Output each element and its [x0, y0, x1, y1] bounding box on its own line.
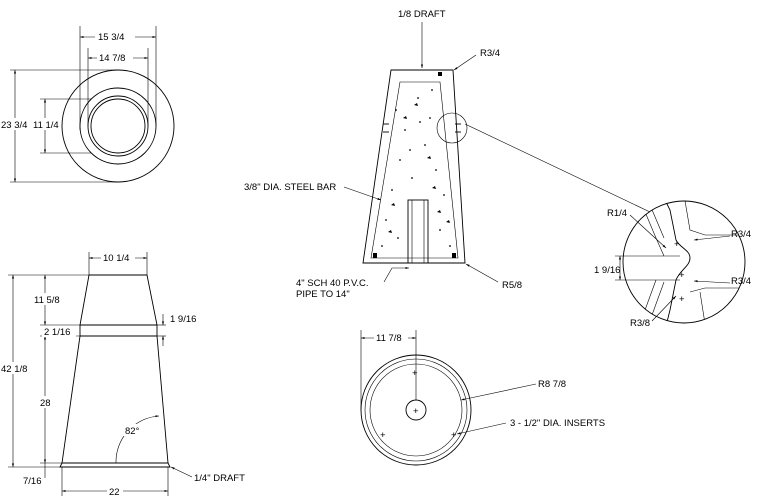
angle-82: 82°: [125, 426, 140, 437]
r3-4-bottom: R3/4: [731, 276, 751, 287]
leader-r3-4: [453, 54, 477, 71]
leader-r1-4: [629, 214, 667, 249]
leader-inserts: [456, 422, 507, 435]
steel-bar-label: 3/8" DIA. STEEL BAR: [244, 182, 336, 193]
leader-steel-bar: [343, 186, 382, 201]
elevation-upper-cone: [79, 274, 158, 326]
detail-inner-profile: [649, 204, 665, 316]
dim-10-1-4: 10 1/4: [103, 253, 129, 264]
detail-plus: +: [674, 239, 680, 250]
bottom-center-mark: +: [413, 406, 419, 417]
detail-plus: +: [679, 270, 685, 281]
detail-plus: +: [679, 294, 685, 305]
top-view-inner-circle-a: [87, 95, 149, 157]
leader-draft: [170, 466, 193, 478]
detail-inner-profile: [634, 201, 665, 323]
dim-22: 22: [109, 487, 120, 498]
r3-4-top: R3/4: [731, 229, 751, 240]
r5-8: R5/8: [502, 280, 522, 291]
leader-r3-4-top: [693, 235, 731, 241]
top-view-inner-circle-b: [90, 98, 146, 154]
section-outer-profile: [362, 69, 466, 264]
elevation-band: [79, 324, 158, 337]
elevation-lower-cone: [61, 335, 169, 464]
insert-mark: +: [412, 368, 418, 379]
rebar-right: [452, 253, 456, 258]
dim-2-1-16: 2 1/16: [44, 327, 70, 338]
dim-11-7-8: 11 7/8: [376, 333, 402, 344]
bottom-view: + + + + 11 7/8 R8 7/8 3 - 1/2" DIA. INSE…: [360, 330, 605, 466]
dim-15-3-4: 15 3/4: [98, 32, 124, 43]
top-view-outer-circle: [61, 69, 175, 183]
section-inner-profile: [370, 81, 459, 259]
dim-23-3-4: 23 3/4: [1, 120, 27, 131]
r1-4: R1/4: [607, 208, 627, 219]
dim-7-16: 7/16: [23, 476, 42, 487]
dim-1-9-16-detail: 1 9/16: [594, 265, 620, 276]
detail-outer-profile: [659, 201, 691, 323]
pvc-label-line2: PIPE TO 14": [296, 289, 350, 300]
concrete-hatch: [381, 89, 451, 247]
draft-1-4: 1/4" DRAFT: [194, 473, 245, 484]
pvc-label-line1: 4" SCH 40 P.V.C.: [296, 278, 369, 289]
detail-circle: [622, 200, 746, 324]
angle-arc-82: [115, 415, 160, 464]
rebar-left: [373, 253, 377, 258]
leader-pvc: [383, 266, 409, 283]
leader-r8-7-8: [460, 383, 537, 401]
leader-r3-8: [651, 295, 677, 322]
dim-1-9-16: 1 9/16: [170, 314, 196, 325]
detail-callout-circle: [436, 112, 468, 144]
leader-r5-8: [465, 263, 499, 283]
dim-28: 28: [40, 398, 51, 409]
pvc-pipe: [407, 199, 429, 264]
detail-right-profile: [683, 201, 745, 323]
rebar-top: [438, 72, 442, 76]
section-view: 1/8 DRAFT R3/4 3/8" DIA. STEEL BAR 4" SC…: [244, 9, 651, 300]
leader-r3-4-bottom: [693, 280, 731, 284]
dim-14-7-8: 14 7/8: [99, 53, 125, 64]
r3-4: R3/4: [480, 48, 500, 59]
insert-mark: +: [380, 430, 386, 441]
draft-1-8: 1/8 DRAFT: [398, 9, 446, 20]
detail-callout-line: [464, 123, 651, 213]
detail-view: + + + R1/4 R3/4 1 9/16 R3/4 R3/8: [594, 200, 751, 329]
insert-mark: +: [451, 430, 457, 441]
dim-11-5-8: 11 5/8: [34, 295, 60, 306]
top-view: 15 3/4 14 7/8 23 3/4 11 1/4: [1, 26, 175, 183]
r3-8: R3/8: [630, 318, 650, 329]
r8-7-8: R8 7/8: [538, 379, 566, 390]
dim-11-1-4: 11 1/4: [33, 120, 59, 131]
dim-42-1-8: 42 1/8: [1, 364, 27, 375]
elevation-view: 10 1/4 42 1/8 11 5/8 2 1/16 28 7/16 1 9/…: [0, 252, 245, 498]
inserts-label: 3 - 1/2" DIA. INSERTS: [510, 418, 605, 429]
elevation-base: [59, 462, 171, 468]
